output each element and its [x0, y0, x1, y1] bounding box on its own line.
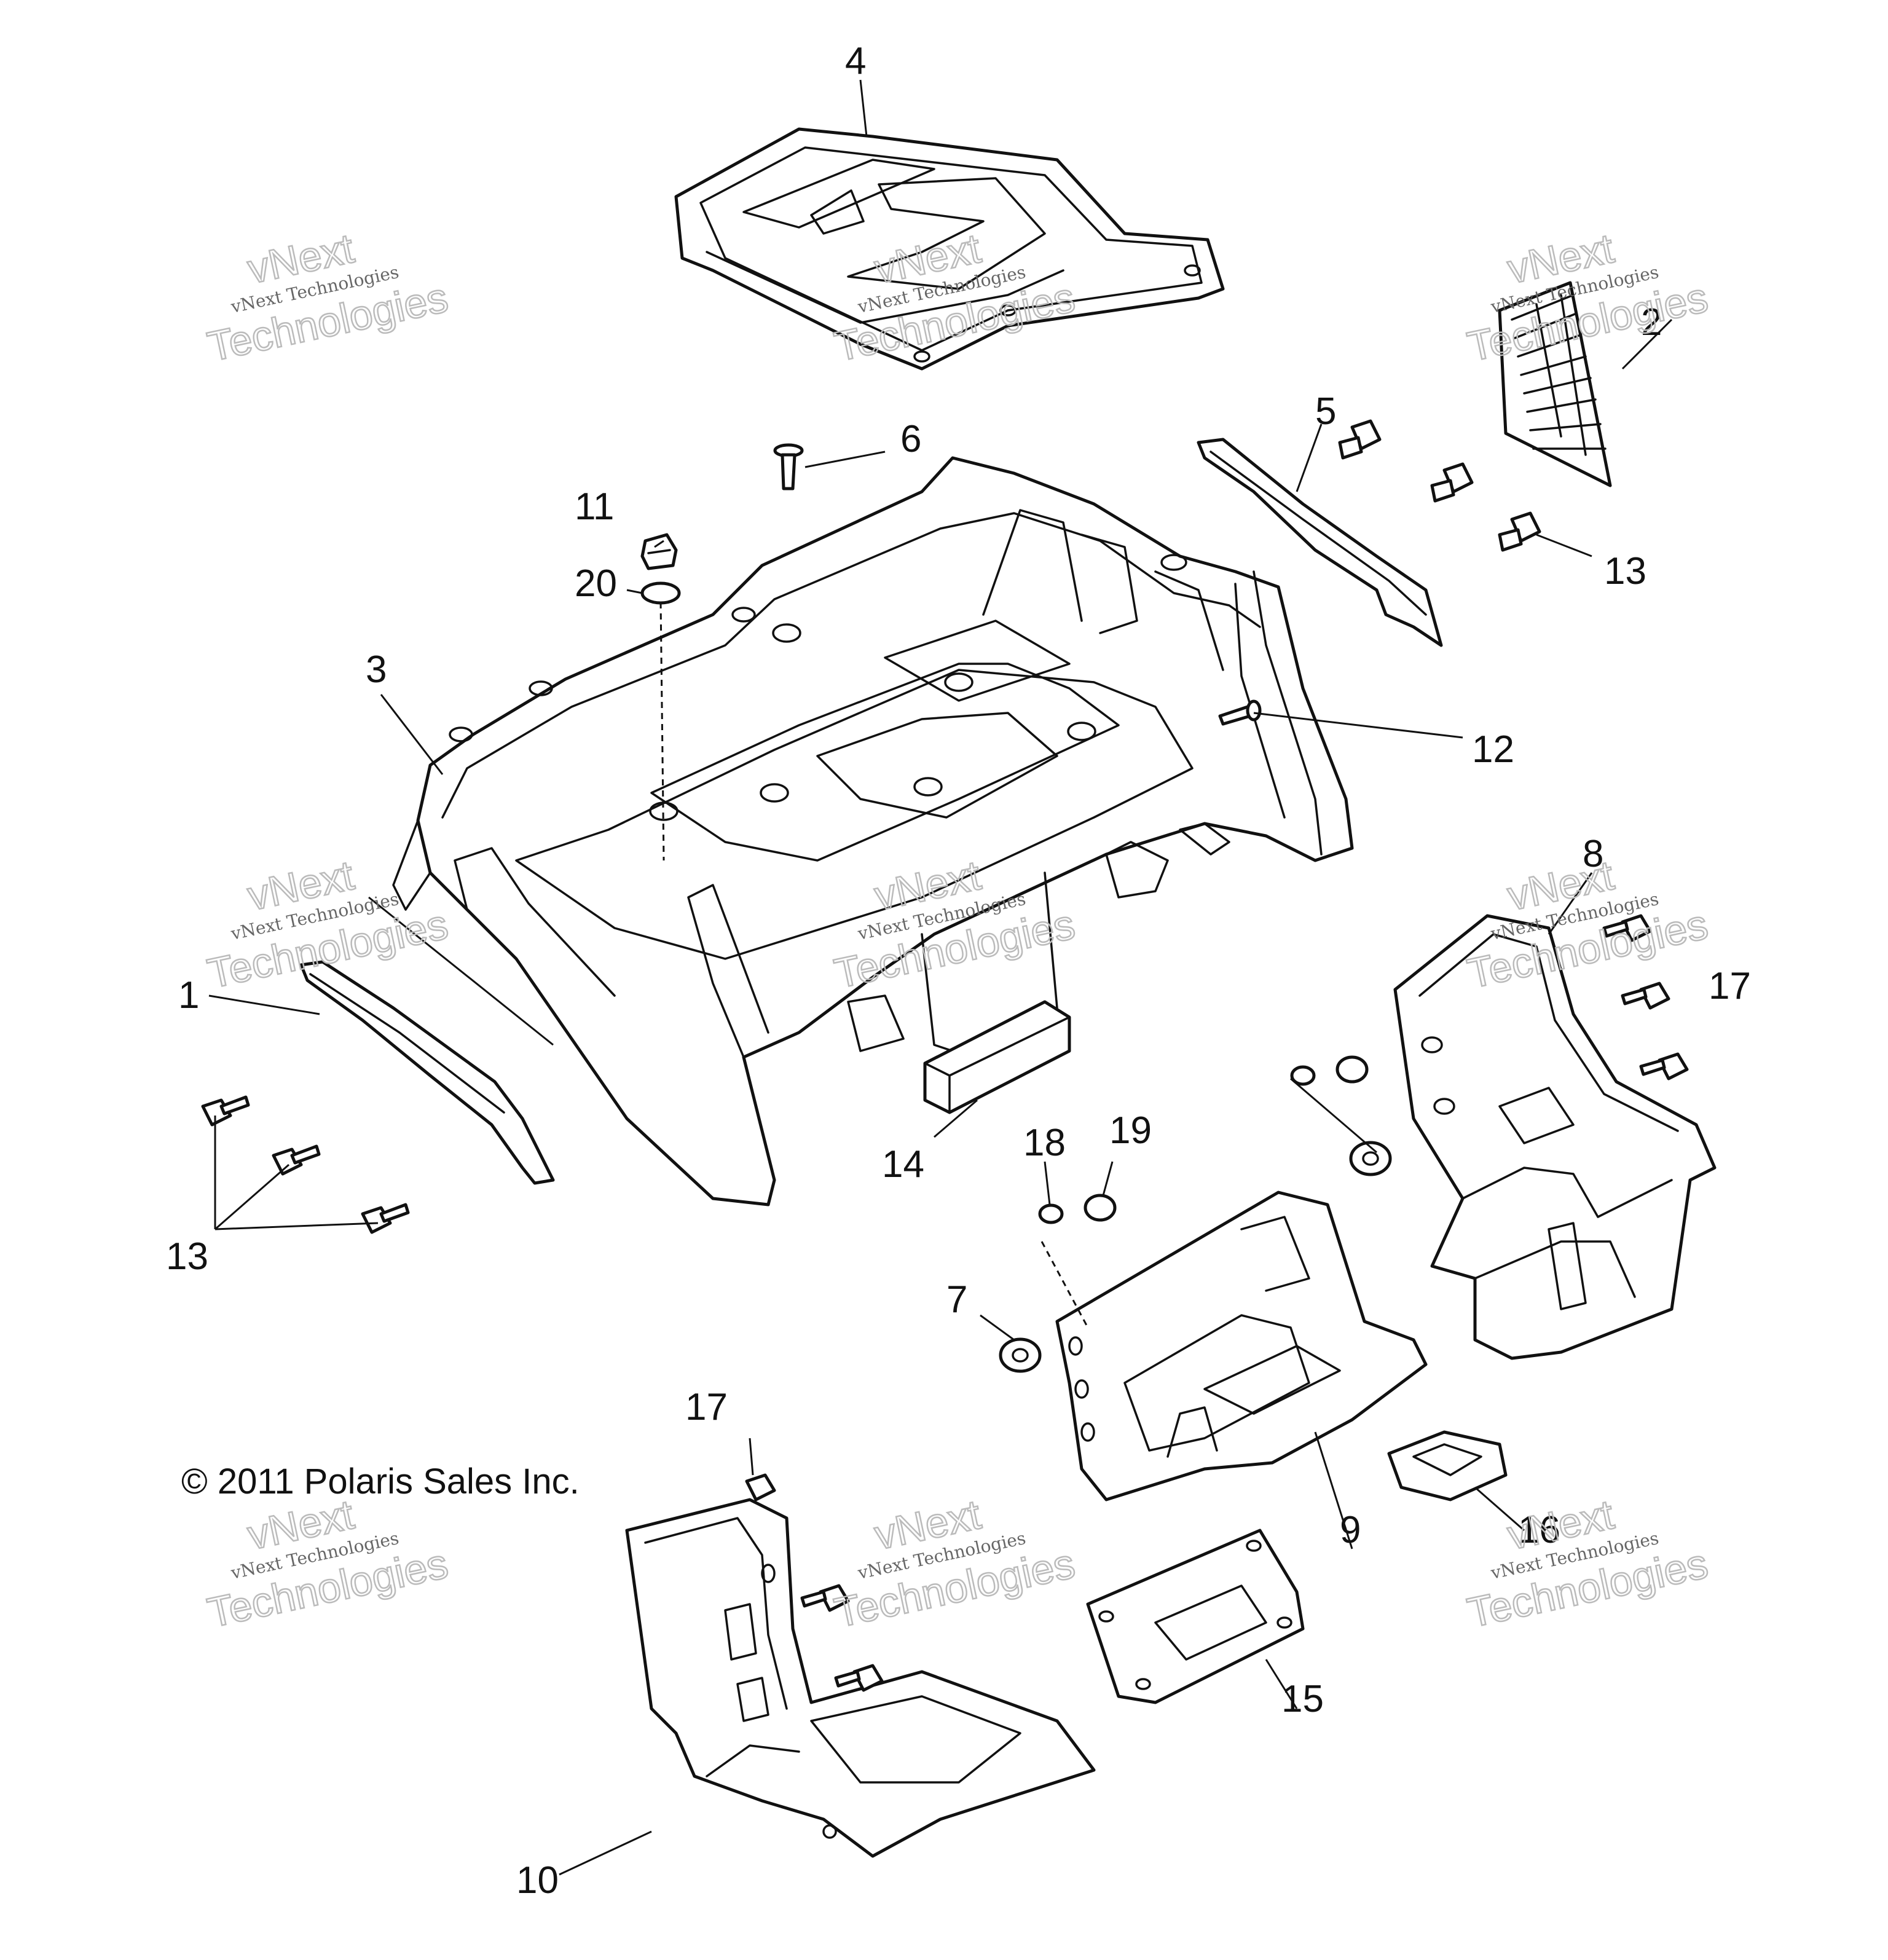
part-17-bolt — [745, 1473, 776, 1501]
callout-12: 12 — [1472, 728, 1514, 771]
callout-10: 10 — [516, 1859, 559, 1902]
callout-3: 3 — [366, 648, 387, 691]
callout-13-top: 13 — [1604, 550, 1646, 592]
callout-20: 20 — [575, 562, 617, 605]
callout-15: 15 — [1281, 1678, 1324, 1720]
part-13-bolt — [361, 1203, 410, 1234]
part-17-bolt — [1602, 914, 1652, 942]
callout-13-left: 13 — [166, 1235, 208, 1278]
part-6-pin — [773, 443, 804, 490]
fasteners — [201, 419, 1689, 1692]
part-3-cargo-box — [392, 456, 1354, 1206]
callout-16: 16 — [1518, 1509, 1560, 1551]
callout-labels: 4 2 6 5 11 20 13 3 12 8 1 17 18 19 14 13… — [166, 40, 1751, 1902]
part-15-cover-plate — [1086, 1529, 1305, 1704]
part-17-bolt — [1639, 1052, 1689, 1080]
part-11-grommet — [640, 533, 678, 570]
part-13-push-clip — [1338, 419, 1382, 460]
callout-18: 18 — [1023, 1122, 1066, 1164]
watermark-4: vNext vNext Technologies Technologies — [203, 851, 453, 998]
part-9-center-tray — [1055, 1191, 1428, 1501]
part-19-nut — [1084, 1194, 1117, 1222]
watermark-3: vNext vNext Technologies Technologies — [1463, 224, 1713, 371]
part-1-lower-rail — [299, 960, 555, 1185]
callout-1: 1 — [178, 974, 199, 1017]
callout-8: 8 — [1583, 833, 1603, 875]
part-4-cargo-panel — [674, 127, 1225, 371]
callout-14: 14 — [882, 1143, 924, 1186]
part-16-pad — [1387, 1430, 1508, 1501]
callout-11: 11 — [575, 486, 614, 528]
part-10-footwell-tray — [625, 1498, 1096, 1858]
part-12-screw — [1218, 699, 1262, 726]
callout-9: 9 — [1340, 1509, 1361, 1551]
callout-17-right: 17 — [1709, 965, 1751, 1007]
callout-4: 4 — [845, 40, 866, 82]
callout-19: 19 — [1109, 1109, 1152, 1152]
part-14-foam-block — [923, 1000, 1071, 1114]
part-17-bolt — [834, 1664, 884, 1692]
callout-7: 7 — [946, 1278, 967, 1321]
part-5-side-rail — [1197, 438, 1443, 647]
callout-2: 2 — [1641, 301, 1662, 344]
part-7-grommet — [1349, 1141, 1392, 1176]
part-13-push-clip — [1498, 511, 1541, 552]
part-13-push-clip — [1430, 462, 1474, 503]
part-18-washer — [1038, 1203, 1064, 1224]
callout-6: 6 — [900, 418, 921, 460]
part-7-grommet — [999, 1337, 1042, 1373]
part-13-bolt — [201, 1095, 250, 1127]
part-13-bolt — [272, 1144, 321, 1176]
watermark-8: vNext vNext Technologies Technologies — [830, 1490, 1080, 1637]
part-17-bolt — [1621, 982, 1670, 1010]
watermark-1: vNext vNext Technologies Technologies — [203, 224, 453, 371]
part-2-grille — [1498, 281, 1612, 487]
part-17-bolt — [800, 1584, 850, 1612]
part-20-o-ring — [640, 581, 681, 605]
copyright-notice: © 2011 Polaris Sales Inc. — [181, 1462, 580, 1501]
callout-17-lower: 17 — [685, 1386, 728, 1428]
callout-5: 5 — [1315, 390, 1336, 433]
leader-lines — [208, 79, 1673, 1876]
part-8-storage-tray — [1393, 914, 1717, 1360]
